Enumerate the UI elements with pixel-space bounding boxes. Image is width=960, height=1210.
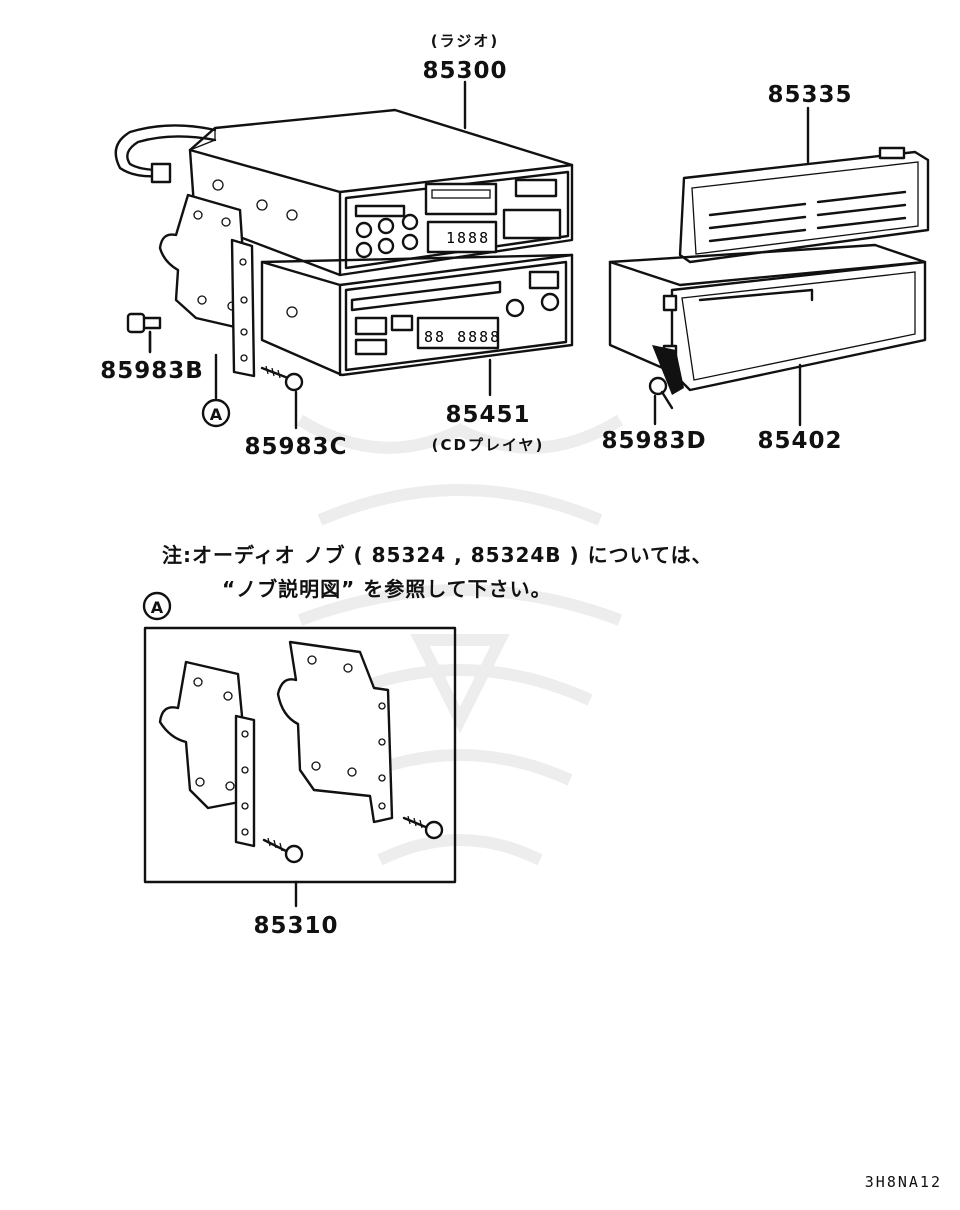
label-85335: 85335 xyxy=(767,82,852,108)
pocket-tray-drawing xyxy=(608,243,927,395)
label-85983c: 85983C xyxy=(245,434,348,460)
ref-a-label: A xyxy=(210,405,223,424)
svg-text:1888: 1888 xyxy=(446,229,490,247)
drawing-code: 3H8NA12 xyxy=(865,1173,942,1191)
detail-screw-1 xyxy=(262,837,304,864)
screw-85983c-drawing xyxy=(260,365,304,430)
note-line-1: 注:オーディオ ノブ ( 85324 , 85324B ) については、 xyxy=(162,543,713,567)
ref-a-detail-circle xyxy=(142,591,172,621)
detail-screw-2 xyxy=(402,815,444,840)
detail-bracket-left xyxy=(158,660,256,848)
note-line-2: “ノブ説明図” を参照して下さい。 xyxy=(222,577,552,601)
screw-85983d-drawing xyxy=(648,376,674,426)
cd-player-drawing: 88 8888 xyxy=(260,253,574,377)
label-85300: 85300 xyxy=(422,58,507,84)
label-85983b: 85983B xyxy=(100,358,204,384)
pocket-lid-drawing xyxy=(678,146,930,264)
bolt-85983b-drawing xyxy=(126,312,162,354)
label-85402: 85402 xyxy=(757,428,842,454)
label-cd-sub: (CDプレイヤ) xyxy=(432,436,545,454)
ref-a-circle xyxy=(201,398,231,428)
mount-bracket-drawing xyxy=(158,193,256,378)
label-radio-sub: (ラジオ) xyxy=(431,32,499,50)
ref-a-detail-label: A xyxy=(151,598,164,617)
detail-a-frame xyxy=(143,626,457,884)
watermark-emblem xyxy=(296,414,624,866)
label-85451: 85451 xyxy=(445,402,530,428)
svg-text:88 8888: 88 8888 xyxy=(424,328,501,346)
label-85983d: 85983D xyxy=(601,428,706,454)
label-85310: 85310 xyxy=(253,913,338,939)
detail-bracket-right xyxy=(276,640,394,824)
